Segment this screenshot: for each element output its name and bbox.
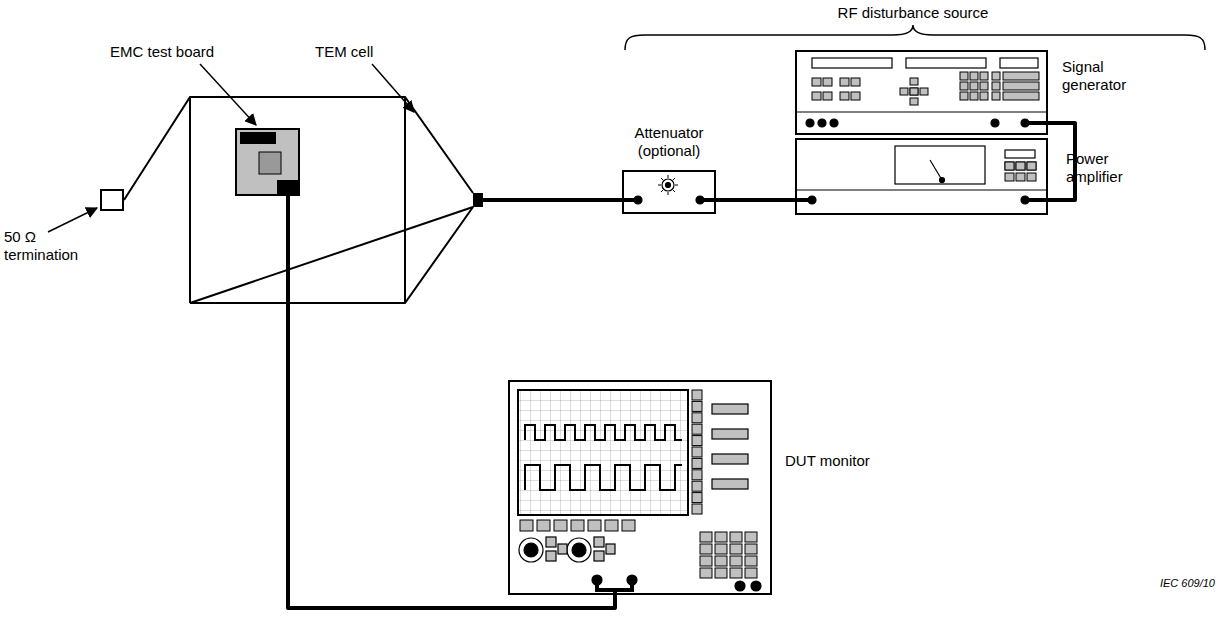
node-label: Signal generator	[1062, 58, 1162, 94]
power-amplifier: Power amplifier	[795, 138, 1048, 215]
cable	[288, 196, 615, 608]
signal-generator: Signal generator	[795, 50, 1048, 135]
attenuator-panel	[634, 179, 704, 204]
leader-line	[48, 208, 97, 232]
knob-rays	[658, 175, 678, 195]
button-cluster	[1005, 162, 1036, 181]
termination: 50 Ω termination	[100, 189, 124, 211]
amplifier-panel	[795, 146, 1048, 204]
oscilloscope-panel	[518, 390, 761, 591]
connector	[473, 193, 483, 207]
leader-line	[372, 64, 414, 112]
node-label: EMC test board	[110, 43, 260, 61]
chip	[259, 152, 281, 174]
figure-number: IEC 609/10	[1120, 574, 1215, 592]
board-connector	[277, 180, 298, 194]
tem-cell-outline	[122, 95, 483, 305]
group-label: RF disturbance source	[813, 4, 1013, 22]
node-label: 50 Ω termination	[4, 228, 99, 264]
node-label: Attenuator (optional)	[604, 124, 734, 160]
attenuator: Attenuator (optional)	[622, 170, 716, 214]
generator-panel	[795, 58, 1048, 127]
leader-line	[200, 64, 256, 125]
node-label: TEM cell	[315, 43, 425, 61]
dut-monitor: DUT monitor	[508, 380, 772, 595]
brace	[625, 25, 1205, 50]
node-label: DUT monitor	[785, 452, 925, 470]
button-cluster	[520, 390, 757, 578]
cable	[483, 198, 622, 202]
tem-cell: EMC test boardTEM cell	[122, 95, 483, 305]
cable	[716, 198, 795, 202]
test-board: EMC test board	[235, 128, 300, 196]
node-label: Power amplifier	[1066, 150, 1166, 186]
tem-cell-outline	[124, 97, 473, 303]
cable-stub	[597, 123, 1048, 595]
button-cluster	[812, 72, 1039, 105]
board-surface	[235, 128, 300, 196]
chip	[240, 132, 276, 144]
